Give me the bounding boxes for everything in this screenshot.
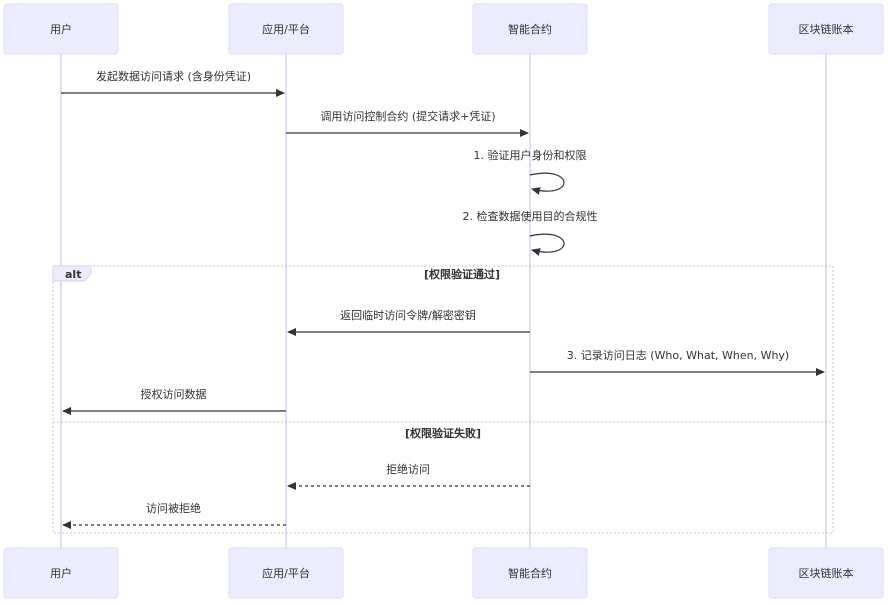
actor-rect: [472, 3, 588, 55]
message-label: 拒绝访问: [386, 462, 430, 476]
alt-condition-success: [权限验证通过]: [424, 267, 500, 281]
actor-box-bottom: 用户: [3, 547, 119, 599]
self-message-arrow: [529, 172, 565, 195]
alt-label: alt: [65, 268, 81, 281]
actor-label: 用户: [50, 22, 72, 36]
message-label: 1. 验证用户身份和权限: [474, 148, 587, 162]
message-label: 授权访问数据: [141, 387, 207, 401]
actor-label: 区块链账本: [799, 22, 854, 36]
actor-rect: [768, 3, 884, 55]
message: 返回临时访问令牌/解密密钥: [287, 308, 530, 336]
message: 1. 验证用户身份和权限: [474, 148, 587, 195]
message: 拒绝访问: [287, 462, 530, 490]
actor-box-bottom: 智能合约: [472, 547, 588, 599]
message: 发起数据访问请求 (含身份凭证): [61, 69, 285, 97]
message-label: 发起数据访问请求 (含身份凭证): [96, 69, 251, 83]
message-label: 调用访问控制合约 (提交请求+凭证): [320, 109, 495, 123]
actor-rect: [472, 547, 588, 599]
actor-box-top: 应用/平台: [228, 3, 344, 55]
alt-tag: [52, 265, 92, 282]
actor-label: 区块链账本: [799, 566, 854, 580]
actor-label: 智能合约: [508, 566, 552, 580]
actor-box-bottom: 应用/平台: [228, 547, 344, 599]
actor-box-top: 区块链账本: [768, 3, 884, 55]
actor-rect: [3, 547, 119, 599]
message: 调用访问控制合约 (提交请求+凭证): [286, 109, 529, 137]
message: 2. 检查数据使用目的合规性: [463, 209, 598, 256]
message-label: 访问被拒绝: [146, 501, 201, 515]
message-label: 返回临时访问令牌/解密密钥: [340, 308, 476, 322]
self-message-arrow: [529, 233, 565, 256]
alt-frame: [52, 265, 834, 534]
message: 访问被拒绝: [62, 501, 286, 529]
actor-box-bottom: 区块链账本: [768, 547, 884, 599]
message-label: 2. 检查数据使用目的合规性: [463, 209, 598, 223]
actor-rect: [3, 3, 119, 55]
actor-label: 智能合约: [508, 22, 552, 36]
actor-rect: [228, 547, 344, 599]
message-label: 3. 记录访问日志 (Who, What, When, Why): [567, 349, 789, 362]
actor-rect: [228, 3, 344, 55]
alt-condition-failure: [权限验证失败]: [405, 426, 481, 440]
actor-box-top: 智能合约: [472, 3, 588, 55]
actor-label: 应用/平台: [262, 22, 310, 36]
actor-label: 应用/平台: [262, 566, 310, 580]
actor-label: 用户: [50, 566, 72, 580]
message: 3. 记录访问日志 (Who, What, When, Why): [530, 349, 825, 376]
actor-rect: [768, 547, 884, 599]
actor-box-top: 用户: [3, 3, 119, 55]
message: 授权访问数据: [62, 387, 286, 415]
